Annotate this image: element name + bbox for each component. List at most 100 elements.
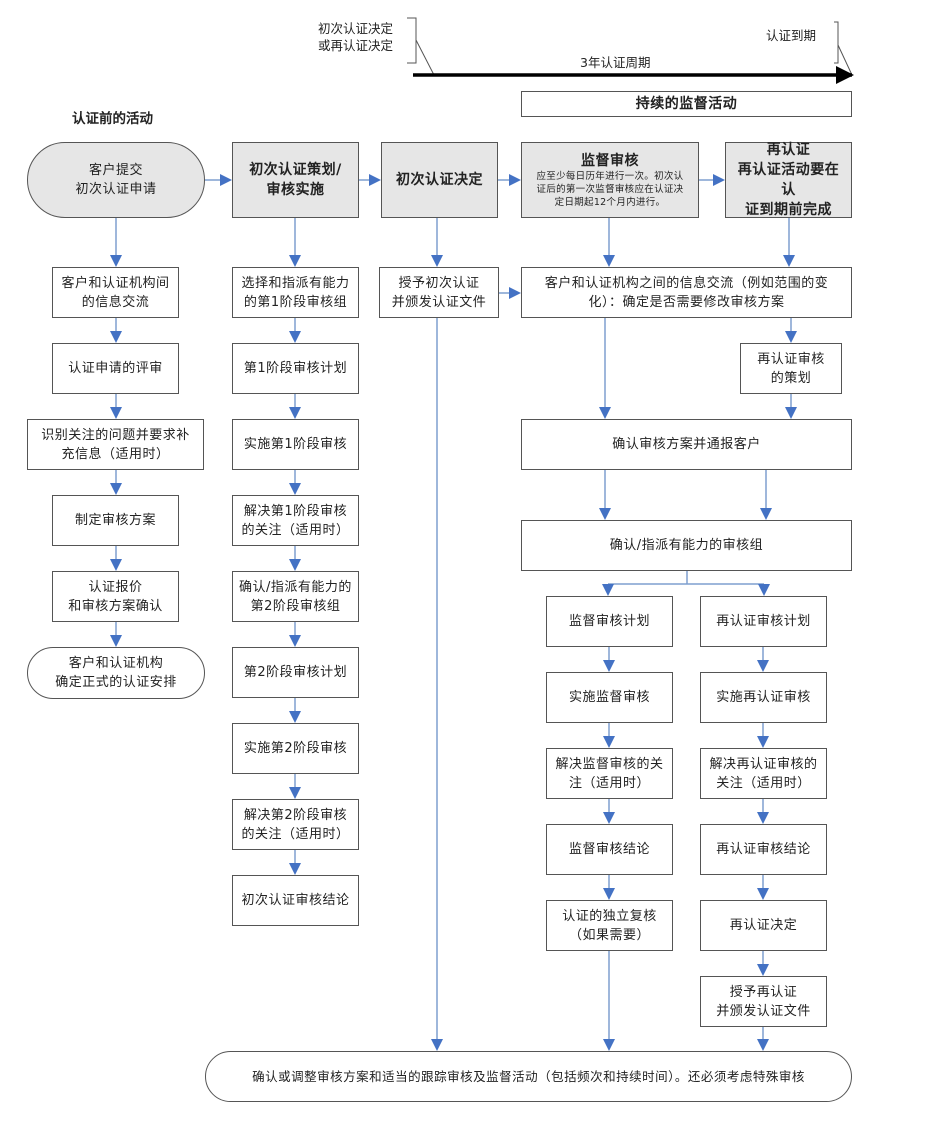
step-line: 的第1阶段审核组 [243,294,348,310]
surveillance-step-2[interactable]: 实施监督审核 [546,672,673,723]
recert-step-5[interactable]: 再认证决定 [700,900,827,951]
step-line: 关注（适用时） [716,775,811,791]
end-leader [837,44,853,76]
step-line: 认证报价 [88,579,143,595]
step-line: 授予初次认证 [398,275,480,291]
pre-step-identify-concerns[interactable]: 识别关注的问题并要求补充信息（适用时） [27,419,204,470]
step-line: 识别关注的问题并要求补 [41,427,190,443]
recertification-header[interactable]: 再认证再认证活动要在认证到期前完成 [725,142,852,218]
step-line: 监督审核结论 [568,842,650,857]
header-line-1: 初次认证策划/ [249,162,342,178]
step-line: 选择和指派有能力 [241,275,350,291]
step-line: 认证申请的评审 [68,361,163,376]
recert-step-6[interactable]: 授予再认证并颁发认证文件 [700,976,827,1027]
pre-step-application-review[interactable]: 认证申请的评审 [52,343,179,394]
step-line: 再认证审核计划 [716,614,811,629]
continuous-surveillance-bar: 持续的监督活动 [521,91,852,117]
step-line: 第2阶段审核计划 [243,665,348,680]
info-line: 客户和认证机构之间的信息交流（例如范围的变 [544,275,829,291]
step-line: 解决第2阶段审核 [243,807,348,823]
initial-audit-step-4[interactable]: 解决第1阶段审核的关注（适用时） [232,495,359,546]
planning-line: 的策划 [770,370,812,386]
step-line: 第1阶段审核计划 [243,361,348,376]
step-line: 实施第1阶段审核 [243,437,348,452]
header-line: 证到期前完成 [745,202,832,218]
step-line: 监督审核计划 [568,614,650,629]
client-application-start[interactable]: 客户提交初次认证申请 [27,142,205,218]
initial-audit-step-2[interactable]: 第1阶段审核计划 [232,343,359,394]
grant-initial-certification[interactable]: 授予初次认证并颁发认证文件 [379,267,499,318]
step-line: 实施监督审核 [568,690,650,705]
step-line: 解决第1阶段审核 [243,503,348,519]
pre-step-quotation[interactable]: 认证报价和审核方案确认 [52,571,179,622]
recert-step-2[interactable]: 实施再认证审核 [700,672,827,723]
step-line: 注（适用时） [568,775,650,791]
confirm-program-notify-client[interactable]: 确认审核方案并通报客户 [521,419,852,470]
surveillance-step-5[interactable]: 认证的独立复核 （如果需要） [546,900,673,951]
surveillance-audit-header[interactable]: 监督审核 应至少每日历年进行一次。初次认 证后的第一次监督审核应在认证决 定日期… [521,142,699,218]
initial-audit-step-3[interactable]: 实施第1阶段审核 [232,419,359,470]
step-line: 解决监督审核的关 [555,756,664,772]
end-line-2: 确定正式的认证安排 [55,675,177,690]
surveillance-step-3[interactable]: 解决监督审核的关注（适用时） [546,748,673,799]
step-line: （如果需要） [568,927,650,943]
step-line: 实施再认证审核 [716,690,811,705]
step-line: 并颁发认证文件 [391,294,487,310]
step-line: 和审核方案确认 [68,598,163,614]
initial-audit-step-6[interactable]: 第2阶段审核计划 [232,647,359,698]
start-line-1: 客户提交 [88,163,143,178]
initial-audit-step-1[interactable]: 选择和指派有能力的第1阶段审核组 [232,267,359,318]
surveillance-step-1[interactable]: 监督审核计划 [546,596,673,647]
initial-audit-step-7[interactable]: 实施第2阶段审核 [232,723,359,774]
timeline-start-line-1: 初次认证决定 [318,21,394,36]
confirm-competent-team[interactable]: 确认/指派有能力的审核组 [521,520,852,571]
step-line: 制定审核方案 [74,513,156,528]
header-line: 再认证 [766,142,811,158]
initial-audit-step-9[interactable]: 初次认证审核结论 [232,875,359,926]
surveillance-step-4[interactable]: 监督审核结论 [546,824,673,875]
confirm-adjust-program-final[interactable]: 确认或调整审核方案和适当的跟踪审核及监督活动（包括频次和持续时间）。还必须考虑特… [205,1051,852,1102]
end-bracket [834,21,839,64]
step-line: 客户和认证机构间 [61,275,170,291]
recert-audit-planning[interactable]: 再认证审核的策划 [740,343,842,394]
timeline-start-label: 初次认证决定 或再认证决定 [318,20,393,54]
step-line: 第2阶段审核组 [250,598,341,614]
end-line-1: 客户和认证机构 [68,656,164,671]
start-bracket [407,17,417,64]
surveillance-note-line: 证后的第一次监督审核应在认证决 [536,183,684,195]
start-line-2: 初次认证申请 [75,182,157,197]
step-line: 认证的独立复核 [562,908,657,924]
initial-decision-header[interactable]: 初次认证决定 [381,142,498,218]
step-line: 并颁发认证文件 [716,1003,811,1019]
step-line: 的关注（适用时） [241,826,350,842]
recert-step-4[interactable]: 再认证审核结论 [700,824,827,875]
timeline-period-label: 3年认证周期 [580,55,651,70]
step-line: 再认证决定 [729,918,798,933]
step-line: 解决再认证审核的 [709,756,818,772]
planning-line: 再认证审核 [757,351,825,367]
recert-step-1[interactable]: 再认证审核计划 [700,596,827,647]
initial-audit-header[interactable]: 初次认证策划/审核实施 [232,142,359,218]
recert-step-3[interactable]: 解决再认证审核的关注（适用时） [700,748,827,799]
pre-step-audit-program[interactable]: 制定审核方案 [52,495,179,546]
surveillance-note-line: 应至少每日历年进行一次。初次认 [536,170,684,182]
surveillance-title: 监督审核 [580,152,639,169]
timeline-start-line-2: 或再认证决定 [318,38,394,53]
step-line: 授予再认证 [729,984,798,1000]
initial-audit-step-5[interactable]: 确认/指派有能力的第2阶段审核组 [232,571,359,622]
step-line: 初次认证审核结论 [241,893,350,908]
info-line: 化）：确定是否需要修改审核方案 [588,294,785,310]
pre-step-info-exchange[interactable]: 客户和认证机构间的信息交流 [52,267,179,318]
step-line: 确认/指派有能力的 [239,579,352,595]
step-line: 再认证审核结论 [716,842,811,857]
initial-audit-step-8[interactable]: 解决第2阶段审核的关注（适用时） [232,799,359,850]
timeline-end-label: 认证到期 [766,28,817,43]
step-line: 充信息（适用时） [61,446,170,462]
pre-certification-heading: 认证前的活动 [72,111,153,127]
header-line-2: 审核实施 [266,182,325,198]
formal-arrangement-end[interactable]: 客户和认证机构确定正式的认证安排 [27,647,205,699]
header-line: 再认证活动要在认 [737,162,840,198]
shared-info-exchange[interactable]: 客户和认证机构之间的信息交流（例如范围的变化）：确定是否需要修改审核方案 [521,267,852,318]
surveillance-note-line: 定日期起12个月内进行。 [554,196,666,208]
